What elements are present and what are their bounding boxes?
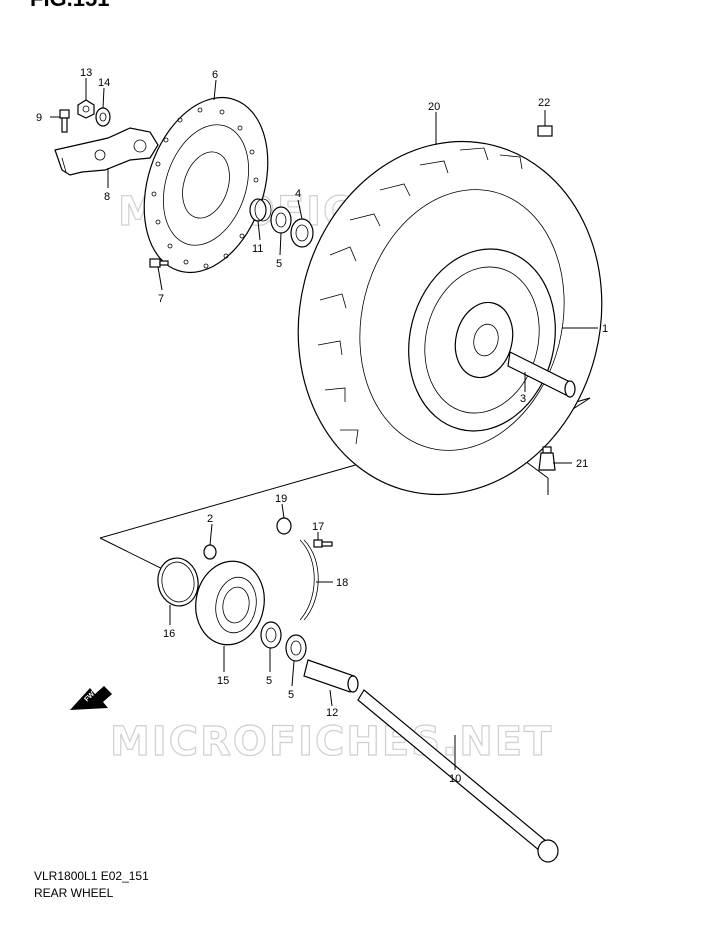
callout-11: 10 bbox=[449, 773, 461, 785]
callout-4: 4 bbox=[295, 188, 301, 200]
forward-direction-arrow: FWD bbox=[70, 686, 112, 710]
callout-18: 17 bbox=[312, 521, 324, 533]
wheel-rim-part bbox=[408, 248, 556, 432]
hub-part-16 bbox=[195, 560, 265, 646]
callout-14: 13 bbox=[80, 67, 92, 79]
assembly-name-caption: REAR WHEEL bbox=[34, 886, 114, 900]
bolt-part-8 bbox=[149, 258, 169, 268]
axle-spacer-part-3 bbox=[507, 351, 576, 398]
axle-part-11 bbox=[357, 689, 559, 863]
callout-numbers: 13 14 9 8 6 7 11 5 4 20 22 1 3 21 19 2 1… bbox=[36, 67, 608, 785]
bearing-part-6 bbox=[270, 206, 292, 234]
clip-part-20 bbox=[276, 517, 292, 535]
valve-part-22 bbox=[538, 446, 556, 471]
leader-lines bbox=[50, 78, 598, 770]
caliper-bracket-part bbox=[54, 127, 159, 176]
plate-part-19 bbox=[299, 539, 319, 621]
callout-8: 7 bbox=[158, 293, 164, 305]
watermark-bottom: MICROFICHES.NET bbox=[110, 719, 553, 765]
callout-17: 16 bbox=[163, 628, 175, 640]
callout-13: 12 bbox=[326, 707, 338, 719]
bearing-part-5b bbox=[285, 634, 307, 662]
collar-part-13 bbox=[303, 659, 359, 693]
callout-19: 18 bbox=[336, 577, 348, 589]
spacer-part-2 bbox=[203, 544, 217, 560]
callout-23: 22 bbox=[538, 97, 550, 109]
callout-5a: 5 bbox=[266, 675, 272, 687]
callout-12: 11 bbox=[252, 243, 263, 255]
callout-7: 6 bbox=[212, 69, 218, 81]
callout-21: 20 bbox=[428, 101, 440, 113]
callout-9: 8 bbox=[104, 191, 110, 203]
callout-6: 5 bbox=[276, 258, 282, 270]
figure-title: FIG.151 bbox=[30, 0, 109, 11]
callout-15: 14 bbox=[98, 77, 110, 89]
o-ring-part-17 bbox=[157, 557, 199, 607]
callout-1: 1 bbox=[602, 323, 608, 335]
callout-22: 21 bbox=[576, 458, 588, 470]
nut-part-14 bbox=[77, 99, 95, 119]
callout-3: 3 bbox=[520, 393, 526, 405]
callout-5b: 5 bbox=[288, 689, 294, 701]
bolt-part-10 bbox=[59, 109, 70, 133]
bearing-part-4 bbox=[290, 218, 314, 248]
balance-weight-part-23 bbox=[537, 125, 553, 137]
callout-10: 9 bbox=[36, 112, 42, 124]
callout-20: 19 bbox=[275, 493, 287, 505]
screw-part-18 bbox=[313, 539, 333, 548]
callout-2: 2 bbox=[207, 513, 213, 525]
callout-16: 15 bbox=[217, 675, 229, 687]
model-code-caption: VLR1800L1 E02_151 bbox=[34, 869, 149, 883]
bearing-part-5a bbox=[260, 621, 282, 649]
brake-disc-part bbox=[143, 96, 269, 274]
washer-part-15 bbox=[95, 107, 111, 127]
